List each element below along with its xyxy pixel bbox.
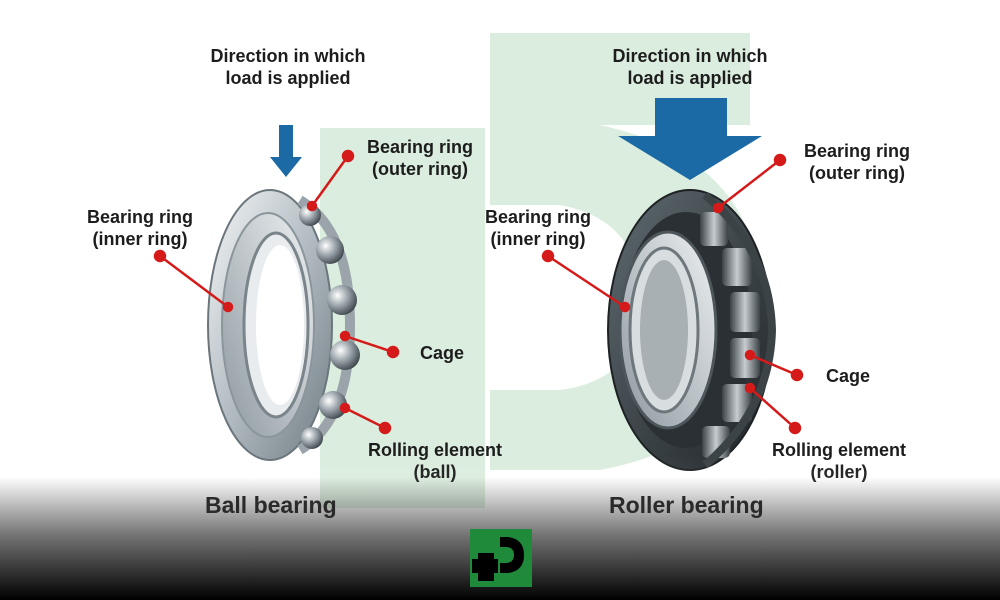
pd-logo-icon: [470, 529, 532, 587]
roller-bearing-illustration: [607, 189, 777, 471]
roller-leader-lines: [541, 153, 804, 435]
ball-cage-label: Cage: [419, 343, 464, 363]
roller-bearing-title: Roller bearing: [609, 492, 764, 518]
rollers: [700, 212, 760, 458]
ball-leader-lines: [153, 149, 400, 435]
load-arrow-large: [618, 98, 762, 180]
roller-rolling-element-label: Rolling element (roller): [771, 440, 906, 482]
roller-outer-ring-label: Bearing ring (outer ring): [803, 141, 910, 183]
ball-outer-ring-label: Bearing ring (outer ring): [366, 137, 473, 179]
ball-inner-ring-label: Bearing ring (inner ring): [86, 207, 193, 249]
roller-direction-label: Direction in which load is applied: [612, 46, 768, 88]
ball-rolling-element-label: Rolling element (ball): [367, 440, 502, 482]
load-arrow-small: [270, 125, 302, 177]
roller-cage-label: Cage: [825, 366, 870, 386]
ball-direction-label: Direction in which load is applied: [210, 46, 366, 88]
roller-inner-ring-label: Bearing ring (inner ring): [484, 207, 591, 249]
ball-bearing-title: Ball bearing: [205, 492, 337, 518]
balls: [299, 204, 360, 449]
